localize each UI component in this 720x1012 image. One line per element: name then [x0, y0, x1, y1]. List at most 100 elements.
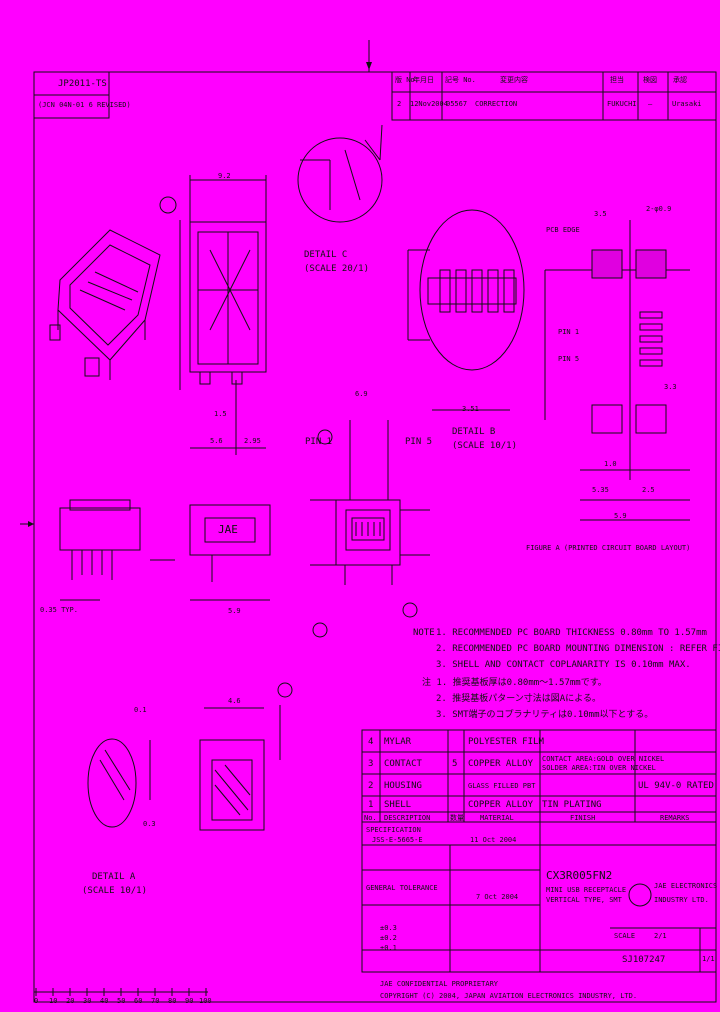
ruler-label: 50	[117, 997, 126, 1005]
rev-header-drawn: 担当	[610, 76, 624, 84]
figure-pin5-label: PIN 5	[558, 355, 580, 363]
drawing-description-2: VERTICAL TYPE, SMT	[546, 896, 622, 904]
dim-label: 2.5	[642, 486, 655, 494]
dim-label: 6.9	[355, 390, 368, 398]
detail-b-scale: (SCALE 10/1)	[452, 441, 518, 451]
detail-c	[297, 124, 383, 223]
ruler-label: 80	[168, 997, 177, 1005]
rev-header-approved: 承認	[673, 76, 687, 84]
dim-label: 3.3	[664, 383, 677, 391]
ruler-label: 0	[34, 997, 39, 1005]
detail-c-scale: (SCALE 20/1)	[304, 264, 370, 274]
detail-b	[407, 209, 525, 411]
tolerance-item: ±0.1	[380, 944, 397, 952]
rev-row-no: 2	[397, 100, 402, 108]
dim-label: 5.9	[228, 607, 241, 615]
company-name-1: JAE ELECTRONICS	[654, 882, 718, 890]
dim-label: 2-φ0.9	[646, 205, 672, 213]
dim-label: 5.9	[614, 512, 627, 520]
callout-circle-2	[277, 682, 293, 698]
date-checked: 11 Oct 2004	[470, 836, 517, 844]
dim-label: 4.6	[228, 697, 241, 705]
dim-label: 2.95	[244, 437, 261, 445]
ruler-label: 100	[199, 997, 212, 1005]
bom-header-remarks: REMARKS	[660, 814, 690, 822]
figure-a-pcb-layout	[544, 220, 690, 521]
footer-confidential: JAE CONFIDENTIAL PROPRIETARY	[380, 980, 499, 988]
side-view-right	[189, 504, 271, 601]
note-item: 3. SMT端子のコプラナリティは0.10mm以下とする。	[436, 710, 654, 720]
ruler-label: 60	[134, 997, 143, 1005]
ruler-label: 20	[66, 997, 75, 1005]
ruler-label: 70	[151, 997, 160, 1005]
bom-row-no: 2	[368, 781, 374, 791]
figure-a-title: FIGURE A (PRINTED CIRCUIT BOARD LAYOUT)	[526, 544, 691, 552]
bom-header-qty: 数量	[450, 814, 464, 822]
bom-row-remarks: UL 94V-0 RATED	[638, 781, 714, 791]
bom-row-desc: MYLAR	[384, 737, 412, 747]
detail-a-scale: (SCALE 10/1)	[82, 886, 148, 896]
rev-row-date: 12Nov2004	[410, 100, 448, 108]
rev-row-approved: Urasaki	[672, 100, 702, 108]
dim-label: 0.3	[143, 820, 156, 828]
dim-label: 9.2	[218, 172, 231, 180]
tolerance-title: GENERAL TOLERANCE	[366, 884, 438, 892]
bom-row-finish: CONTACT AREA:GOLD OVER NICKEL	[542, 755, 665, 763]
bom-row-remarks: SOLDER AREA:TIN OVER NICKEL	[542, 764, 656, 772]
note-item: 3. SHELL AND CONTACT COPLANARITY IS 0.10…	[436, 660, 691, 670]
bom-row-no: 4	[368, 737, 374, 747]
bom-row-material: COPPER ALLOY	[468, 800, 534, 810]
typ-label: 0.35 TYP.	[40, 606, 78, 614]
title-block	[361, 821, 717, 973]
spec-value: JSS-E-5665-E	[372, 836, 423, 844]
bom-header-desc: DESCRIPTION	[384, 814, 431, 822]
dim-label: 3.5	[594, 210, 607, 218]
revision-table	[391, 71, 717, 121]
dim-label: 1.5	[214, 410, 227, 418]
footer-copyright: COPYRIGHT (C) 2004, JAPAN AVIATION ELECT…	[380, 992, 638, 1000]
bom-row-no: 3	[368, 759, 374, 769]
isometric-view	[49, 229, 161, 380]
rev-header-content: 変更内容	[500, 76, 528, 84]
bom-header-material: MATERIAL	[480, 814, 514, 822]
bom-row-qty: 5	[452, 759, 458, 769]
bom-row-material: GLASS FILLED PBT	[468, 782, 536, 790]
note-item: 2. 推奨基板パターン寸法は図Aによる。	[436, 694, 601, 704]
pcb-edge-label: PCB EDGE	[546, 226, 580, 234]
note-item: 2. RECOMMENDED PC BOARD MOUNTING DIMENSI…	[436, 644, 720, 654]
detail-a	[87, 705, 281, 831]
bom-row-desc: CONTACT	[384, 759, 422, 769]
bom-row-desc: HOUSING	[384, 781, 422, 791]
detail-c-title: DETAIL C	[304, 250, 348, 260]
sheet-no: 1/1	[702, 955, 715, 963]
bom-row-material: POLYESTER FILM	[468, 737, 544, 747]
scale-label: SCALE	[614, 932, 636, 940]
bom-header-no: No.	[364, 814, 377, 822]
bom-row-desc: SHELL	[384, 800, 412, 810]
bom-row-no: 1	[368, 800, 374, 810]
sheet-ref: SJ107247	[622, 955, 666, 965]
note-item: 1. RECOMMENDED PC BOARD THICKNESS 0.80mm…	[436, 628, 707, 638]
dim-label: 3.51	[462, 405, 479, 413]
rev-header-checked: 検図	[643, 76, 657, 84]
dim-label: 5.35	[592, 486, 609, 494]
ruler-label: 90	[185, 997, 194, 1005]
note-header: NOTE	[413, 628, 435, 638]
figure-pin1-label: PIN 1	[558, 328, 580, 336]
scale-ruler	[34, 988, 208, 996]
detail-b-title: DETAIL B	[452, 427, 496, 437]
jae-mark: JAE	[218, 523, 238, 536]
spec-label: SPECIFICATION	[366, 826, 421, 834]
scale-value: 2/1	[654, 932, 667, 940]
bom-header-finish: FINISH	[570, 814, 596, 822]
callout-circle-1	[159, 196, 177, 214]
bom-table	[361, 729, 717, 823]
ruler-label: 30	[83, 997, 92, 1005]
dim-label: 1.0	[604, 460, 617, 468]
rev-header-no: 版 No.	[395, 76, 419, 84]
note-item: 注 1. 推奨基板厚は0.80mm～1.57mmです。	[422, 678, 607, 688]
detail-a-title: DETAIL A	[92, 872, 136, 882]
rev-row-code: 05567	[446, 100, 468, 108]
rev-row-content: CORRECTION	[475, 100, 518, 108]
